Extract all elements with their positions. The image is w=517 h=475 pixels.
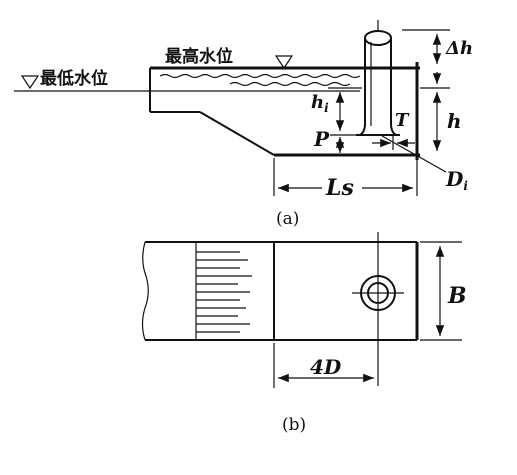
di-label: Di bbox=[445, 167, 468, 193]
plan-outline bbox=[141, 241, 419, 341]
channel-section bbox=[149, 62, 420, 160]
four-d-label: 4D bbox=[310, 355, 342, 379]
min-water-level: 最低水位 bbox=[14, 68, 150, 92]
h-dimension: h bbox=[420, 72, 462, 151]
water-level-triangle-icon bbox=[20, 75, 40, 90]
delta-h-dimension: Δh bbox=[402, 29, 473, 64]
water-level-triangle-icon bbox=[274, 55, 294, 70]
p-label: P bbox=[313, 127, 330, 151]
t-label: T bbox=[395, 110, 410, 131]
max-water-level: 最高水位 bbox=[165, 46, 294, 70]
delta-h-label: Δh bbox=[445, 38, 473, 59]
max-level-label: 最高水位 bbox=[165, 46, 233, 67]
figure-b: B 4D (b) bbox=[141, 232, 467, 435]
ls-dimension: Ls bbox=[273, 158, 418, 201]
ls-label: Ls bbox=[325, 175, 354, 201]
h-label: h bbox=[447, 109, 462, 133]
suction-pipe bbox=[356, 20, 400, 136]
min-level-label: 最低水位 bbox=[40, 68, 108, 89]
slope-line bbox=[199, 111, 275, 156]
b-label: B bbox=[447, 283, 467, 309]
b-dimension: B bbox=[420, 241, 467, 341]
t-dimension: T bbox=[372, 110, 415, 150]
figure-a: 最低水位 最高水位 bbox=[14, 20, 473, 229]
pipe-plan-icon bbox=[352, 232, 404, 386]
p-dimension: P bbox=[313, 127, 356, 153]
figure-b-caption: (b) bbox=[282, 415, 306, 435]
four-d-dimension: 4D bbox=[273, 343, 374, 388]
water-surface-waves bbox=[159, 73, 361, 87]
figure-a-caption: (a) bbox=[276, 209, 299, 229]
hi-dimension: hi bbox=[311, 87, 362, 131]
slope-hatching bbox=[195, 242, 252, 340]
hi-label: hi bbox=[311, 92, 329, 115]
di-leader: Di bbox=[381, 135, 468, 193]
